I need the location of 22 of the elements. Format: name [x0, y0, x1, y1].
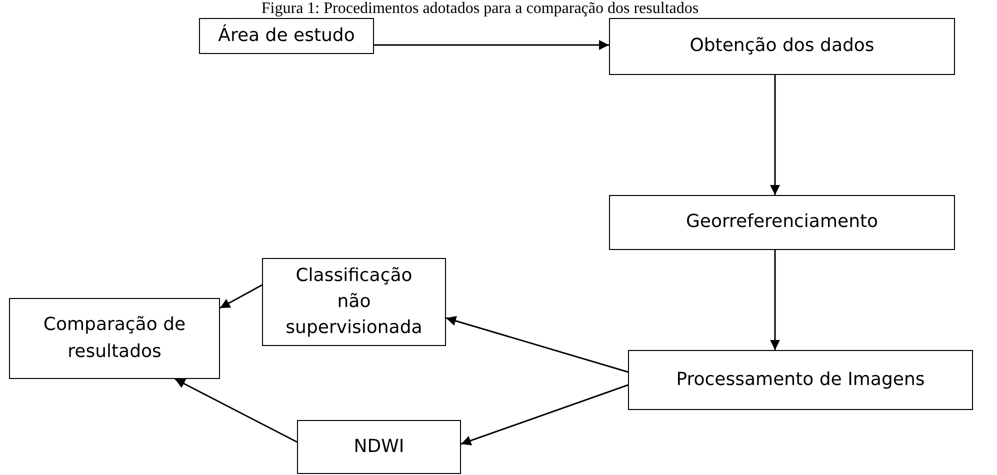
arrow	[220, 284, 262, 309]
process-box	[609, 195, 955, 250]
figure-title: Figura 1: Procedimentos adotados para a comparação dos resultados	[260, 0, 700, 18]
arrow	[770, 75, 780, 195]
process-box	[609, 18, 955, 75]
arrow	[460, 384, 628, 446]
arrow	[446, 316, 628, 373]
process-box	[297, 420, 461, 474]
arrow	[174, 378, 298, 443]
arrow	[374, 40, 609, 50]
process-box	[199, 18, 374, 54]
process-box	[262, 258, 446, 346]
box-label: Comparação de resultados	[42, 313, 187, 364]
box-label: Área de estudo	[218, 23, 355, 48]
process-box	[628, 350, 973, 410]
box-label: Processamento de Imagens	[676, 368, 925, 392]
box-label: Georreferenciamento	[686, 210, 878, 234]
process-box	[9, 298, 220, 379]
arrow	[770, 250, 780, 350]
box-label: NDWI	[354, 434, 404, 459]
box-label: Obtenção dos dados	[690, 34, 874, 58]
box-label: Classificação não supervisionada	[284, 264, 424, 340]
